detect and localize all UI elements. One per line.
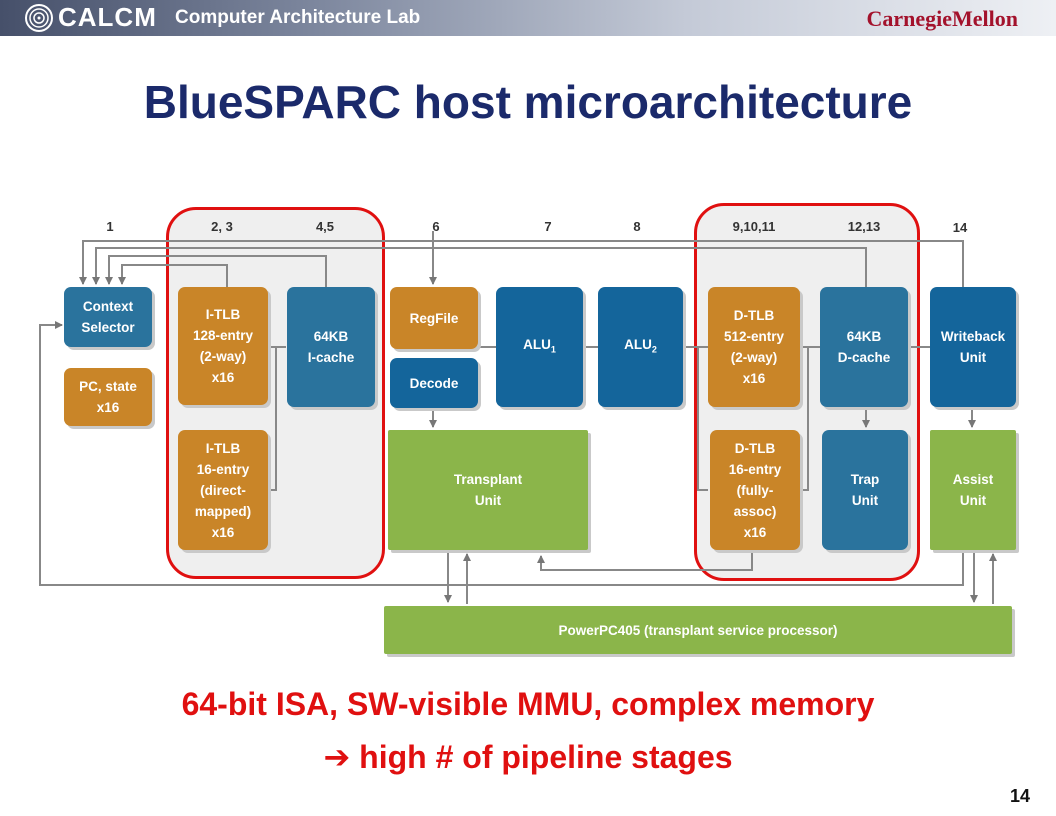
stage-number: 9,10,11 <box>732 219 776 234</box>
box-label: Unit <box>851 493 879 508</box>
box-label: Assist <box>952 472 994 487</box>
box-label: ALU2 <box>624 334 657 361</box>
box-label: mapped) <box>194 503 252 519</box>
box-label: D-TLB <box>734 440 776 456</box>
box-label: Trap <box>850 472 880 487</box>
right-arrow-icon: ➔ <box>323 739 351 775</box>
box-label: Unit <box>959 350 987 365</box>
regfile-box: RegFile <box>390 287 478 349</box>
itlb-128-box: I-TLB 128-entry (2-way) x16 <box>178 287 268 405</box>
writeback-box: Writeback Unit <box>930 287 1016 407</box>
slide-title: BlueSPARC host microarchitecture <box>143 76 913 128</box>
dtlb-512-box: D-TLB 512-entry (2-way) x16 <box>708 287 800 407</box>
decode-box: Decode <box>390 358 478 408</box>
calcm-logo-text: CALCM <box>58 2 157 32</box>
box-label: RegFile <box>409 310 459 326</box>
box-label: 64KB <box>846 329 882 344</box>
box-label: I-TLB <box>205 307 241 322</box>
alu2-label: ALU <box>624 336 652 352</box>
box-label: I-TLB <box>205 440 241 456</box>
university-logo: CarnegieMellon <box>866 6 1018 31</box>
box-label: 16-entry <box>728 461 782 477</box>
box-label: Unit <box>474 493 502 508</box>
powerpc-box: PowerPC405 (transplant service processor… <box>384 606 1012 654</box>
box-label: x16 <box>211 370 235 385</box>
box-label: D-TLB <box>733 308 775 323</box>
box-label: x16 <box>96 400 120 415</box>
itlb-16-box: I-TLB 16-entry (direct- mapped) x16 <box>178 430 268 550</box>
dcache-box: 64KB D-cache <box>820 287 908 407</box>
box-label: assoc) <box>733 503 777 519</box>
box-label: (direct- <box>200 482 246 498</box>
box-label: (2-way) <box>199 349 247 364</box>
alu1-subscript: 1 <box>550 344 556 355</box>
message-text: high # of pipeline stages <box>359 739 733 775</box>
box-label: D-cache <box>837 350 891 365</box>
box-label: (fully- <box>736 482 774 498</box>
alu1-box: ALU1 <box>496 287 583 407</box>
stage-number: 12,13 <box>847 219 881 234</box>
stage-number: 6 <box>432 219 440 234</box>
box-label: PC, state <box>79 379 137 394</box>
box-label: x16 <box>211 524 235 540</box>
box-label: Unit <box>959 493 987 508</box>
dtlb-16-box: D-TLB 16-entry (fully- assoc) x16 <box>710 430 800 550</box>
alu1-label: ALU <box>523 336 551 352</box>
alu2-subscript: 2 <box>651 344 657 355</box>
icache-box: 64KB I-cache <box>287 287 375 407</box>
box-label: x16 <box>742 371 766 386</box>
context-selector-box: Context Selector <box>64 287 152 347</box>
box-label: Selector <box>81 320 135 335</box>
header-banner: CALCM Computer Architecture Lab Carnegie… <box>0 0 1056 36</box>
box-label: (2-way) <box>730 350 778 365</box>
stage-number: 8 <box>633 219 641 234</box>
box-label: I-cache <box>307 350 355 365</box>
pc-state-box: PC, state x16 <box>64 368 152 426</box>
box-label: ALU1 <box>523 334 556 361</box>
box-label: 128-entry <box>192 328 254 343</box>
box-label: Decode <box>409 375 459 391</box>
stage-number: 4,5 <box>315 219 335 234</box>
message-line-1: 64-bit ISA, SW-visible MMU, complex memo… <box>181 686 875 722</box>
trap-unit-box: Trap Unit <box>822 430 908 550</box>
box-label: Writeback <box>940 329 1006 344</box>
message-line-2: ➔ high # of pipeline stages <box>0 738 1056 776</box>
lab-name: Computer Architecture Lab <box>175 7 421 28</box>
page-number: 14 <box>1009 786 1030 806</box>
stage-number: 2, 3 <box>211 219 233 234</box>
stage-number: 1 <box>106 219 114 234</box>
box-label: 512-entry <box>723 329 785 344</box>
box-label: 64KB <box>313 329 349 344</box>
transplant-unit-box: Transplant Unit <box>388 430 588 550</box>
stage-number: 14 <box>952 220 968 235</box>
box-label: 16-entry <box>196 461 250 477</box>
box-label: Context <box>82 299 134 314</box>
stage-number: 7 <box>544 219 552 234</box>
box-label: Transplant <box>453 472 523 487</box>
alu2-box: ALU2 <box>598 287 683 407</box>
box-label: x16 <box>743 524 767 540</box>
box-label: PowerPC405 (transplant service processor… <box>558 622 838 638</box>
calcm-logo-icon <box>25 4 53 32</box>
assist-unit-box: Assist Unit <box>930 430 1016 550</box>
